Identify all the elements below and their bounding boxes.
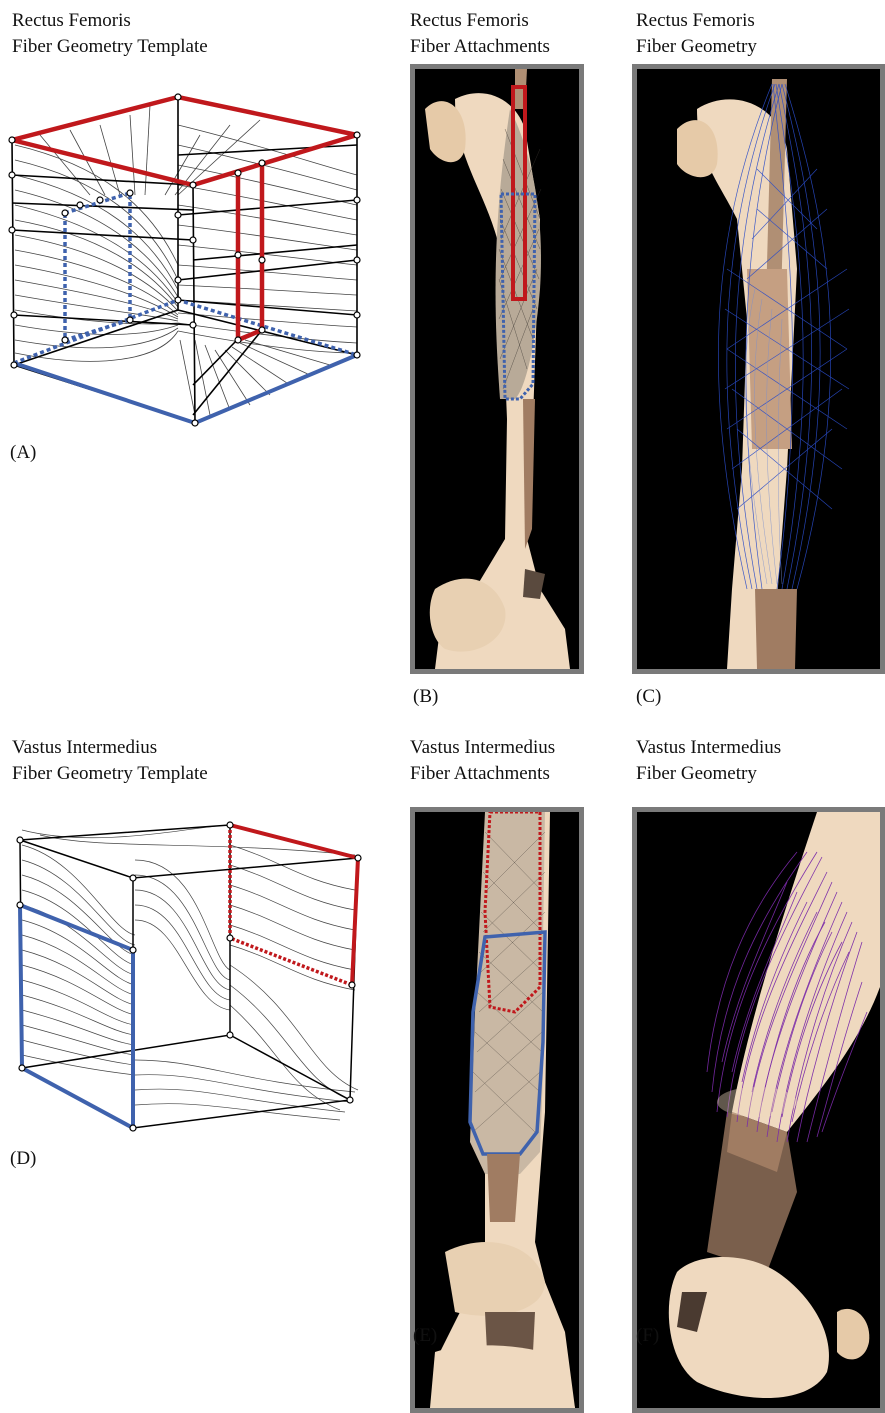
vastus-intermedius-template-diagram bbox=[0, 810, 380, 1140]
template-d-fibers bbox=[22, 825, 358, 1120]
template-a-blue-solid bbox=[14, 355, 357, 423]
panel-e-title-line2: Fiber Attachments bbox=[410, 761, 555, 787]
panel-a-title: Rectus Femoris Fiber Geometry Template bbox=[12, 8, 208, 60]
panel-a-label: (A) bbox=[10, 442, 36, 464]
template-d-vertices bbox=[17, 822, 361, 1131]
rectus-femoris-fiber-geometry-render bbox=[632, 64, 885, 674]
vastus-intermedius-fiber-geometry-render bbox=[632, 807, 885, 1413]
panel-f-title-line1: Vastus Intermedius bbox=[636, 735, 781, 761]
panel-a-title-line2: Fiber Geometry Template bbox=[12, 34, 208, 60]
panel-f-title-line2: Fiber Geometry bbox=[636, 761, 781, 787]
panel-c-title-line1: Rectus Femoris bbox=[636, 8, 757, 34]
rectus-femoris-attachments-render bbox=[410, 64, 584, 674]
panel-c-title: Rectus Femoris Fiber Geometry bbox=[636, 8, 757, 60]
panel-b-title-line1: Rectus Femoris bbox=[410, 8, 550, 34]
panel-e-label: (E) bbox=[413, 1325, 437, 1347]
rectus-femoris-template-diagram bbox=[0, 85, 380, 435]
panel-e-title: Vastus Intermedius Fiber Attachments bbox=[410, 735, 555, 787]
panel-b-title-line2: Fiber Attachments bbox=[410, 34, 550, 60]
panel-c-label: (C) bbox=[636, 686, 661, 708]
panel-e-title-line1: Vastus Intermedius bbox=[410, 735, 555, 761]
panel-b-label: (B) bbox=[413, 686, 438, 708]
panel-d-title: Vastus Intermedius Fiber Geometry Templa… bbox=[12, 735, 208, 787]
panel-d-title-line1: Vastus Intermedius bbox=[12, 735, 208, 761]
panel-f-label: (F) bbox=[636, 1325, 659, 1347]
panel-d-label: (D) bbox=[10, 1148, 36, 1170]
panel-c-title-line2: Fiber Geometry bbox=[636, 34, 757, 60]
template-d-blue bbox=[20, 905, 133, 1128]
panel-b-title: Rectus Femoris Fiber Attachments bbox=[410, 8, 550, 60]
panel-a-title-line1: Rectus Femoris bbox=[12, 8, 208, 34]
panel-f-title: Vastus Intermedius Fiber Geometry bbox=[636, 735, 781, 787]
panel-d-title-line2: Fiber Geometry Template bbox=[12, 761, 208, 787]
vastus-intermedius-attachments-render bbox=[410, 807, 584, 1413]
